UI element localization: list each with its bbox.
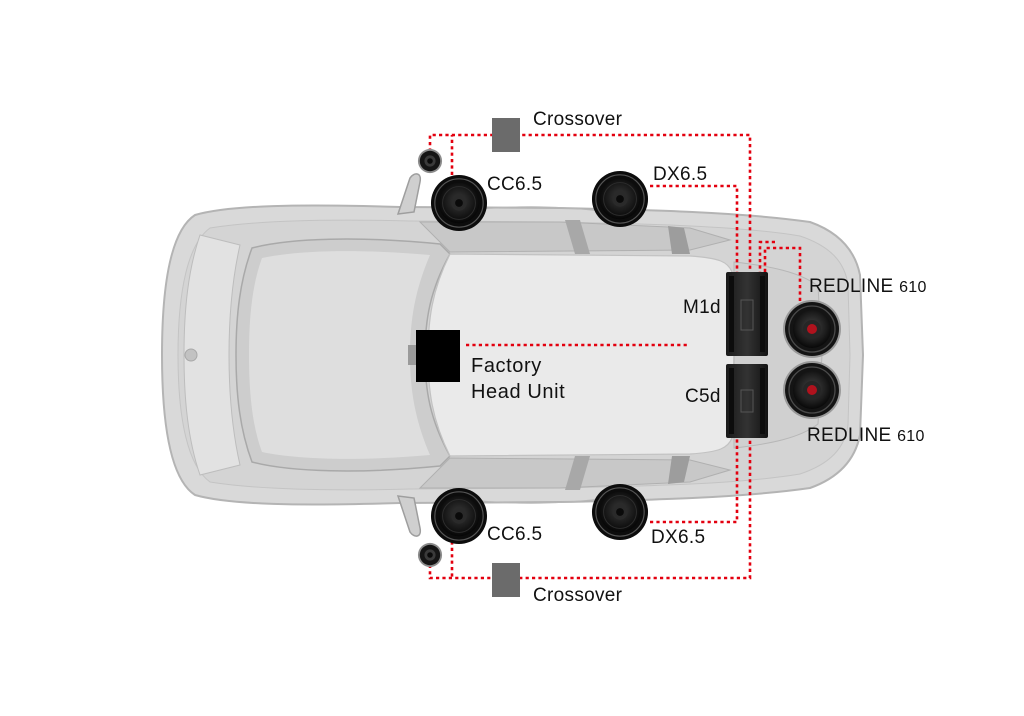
amplifier-icon — [726, 272, 768, 356]
head-unit-icon — [416, 330, 460, 382]
speaker-icon — [591, 170, 649, 228]
front-emblem — [184, 348, 198, 362]
subwoofer-top-name: REDLINE — [809, 276, 894, 297]
dx-rear-right-label: DX6.5 — [651, 527, 706, 548]
speaker-icon — [430, 487, 488, 545]
mirror-top — [396, 173, 422, 215]
c-pillar-bottom — [668, 456, 690, 484]
subwoofer-bottom-label: REDLINE 610 — [807, 425, 925, 448]
tweeter-icon — [417, 148, 443, 174]
b-pillar-top — [565, 220, 590, 254]
crossover-box-icon — [492, 118, 520, 152]
wire-sub-a — [763, 246, 802, 310]
speaker-icon — [430, 174, 488, 232]
dx-rear-left-label: DX6.5 — [653, 164, 708, 185]
speaker-icon — [591, 483, 649, 541]
subwoofer-top-model: 610 — [899, 279, 927, 296]
c-pillar-top — [668, 226, 690, 254]
b-pillar-bottom — [565, 456, 590, 490]
subwoofer-icon — [782, 299, 842, 359]
subwoofer-icon — [782, 360, 842, 420]
cc-front-left-label: CC6.5 — [487, 174, 543, 195]
amplifier-icon — [726, 364, 768, 438]
head-unit-label-line2: Head Unit — [471, 381, 566, 403]
head-unit-edge — [408, 345, 416, 365]
wire-dx-bottom — [650, 438, 739, 524]
wiring — [428, 133, 802, 580]
crossover-box-icon — [492, 563, 520, 597]
head-unit-label-line1: Factory — [471, 355, 542, 377]
amp-mono-label: M1d — [683, 297, 721, 318]
wire-sub-b — [758, 240, 778, 275]
car-body — [160, 173, 865, 537]
crossover-bottom-label: Crossover — [533, 585, 623, 606]
wire-crossover-top — [428, 133, 752, 272]
tweeter-icon — [417, 542, 443, 568]
subwoofer-bottom-model: 610 — [897, 428, 925, 445]
cc-front-right-label: CC6.5 — [487, 524, 543, 545]
hood — [183, 234, 241, 476]
subwoofer-bottom-name: REDLINE — [807, 425, 892, 446]
subwoofer-top-label: REDLINE 610 — [809, 276, 927, 299]
door-line-bottom — [469, 497, 611, 504]
crossover-top-label: Crossover — [533, 109, 623, 130]
roof — [427, 253, 735, 457]
mirror-bottom — [396, 495, 422, 537]
windshield-glare — [249, 251, 430, 459]
amp-5ch-label: C5d — [685, 386, 721, 407]
